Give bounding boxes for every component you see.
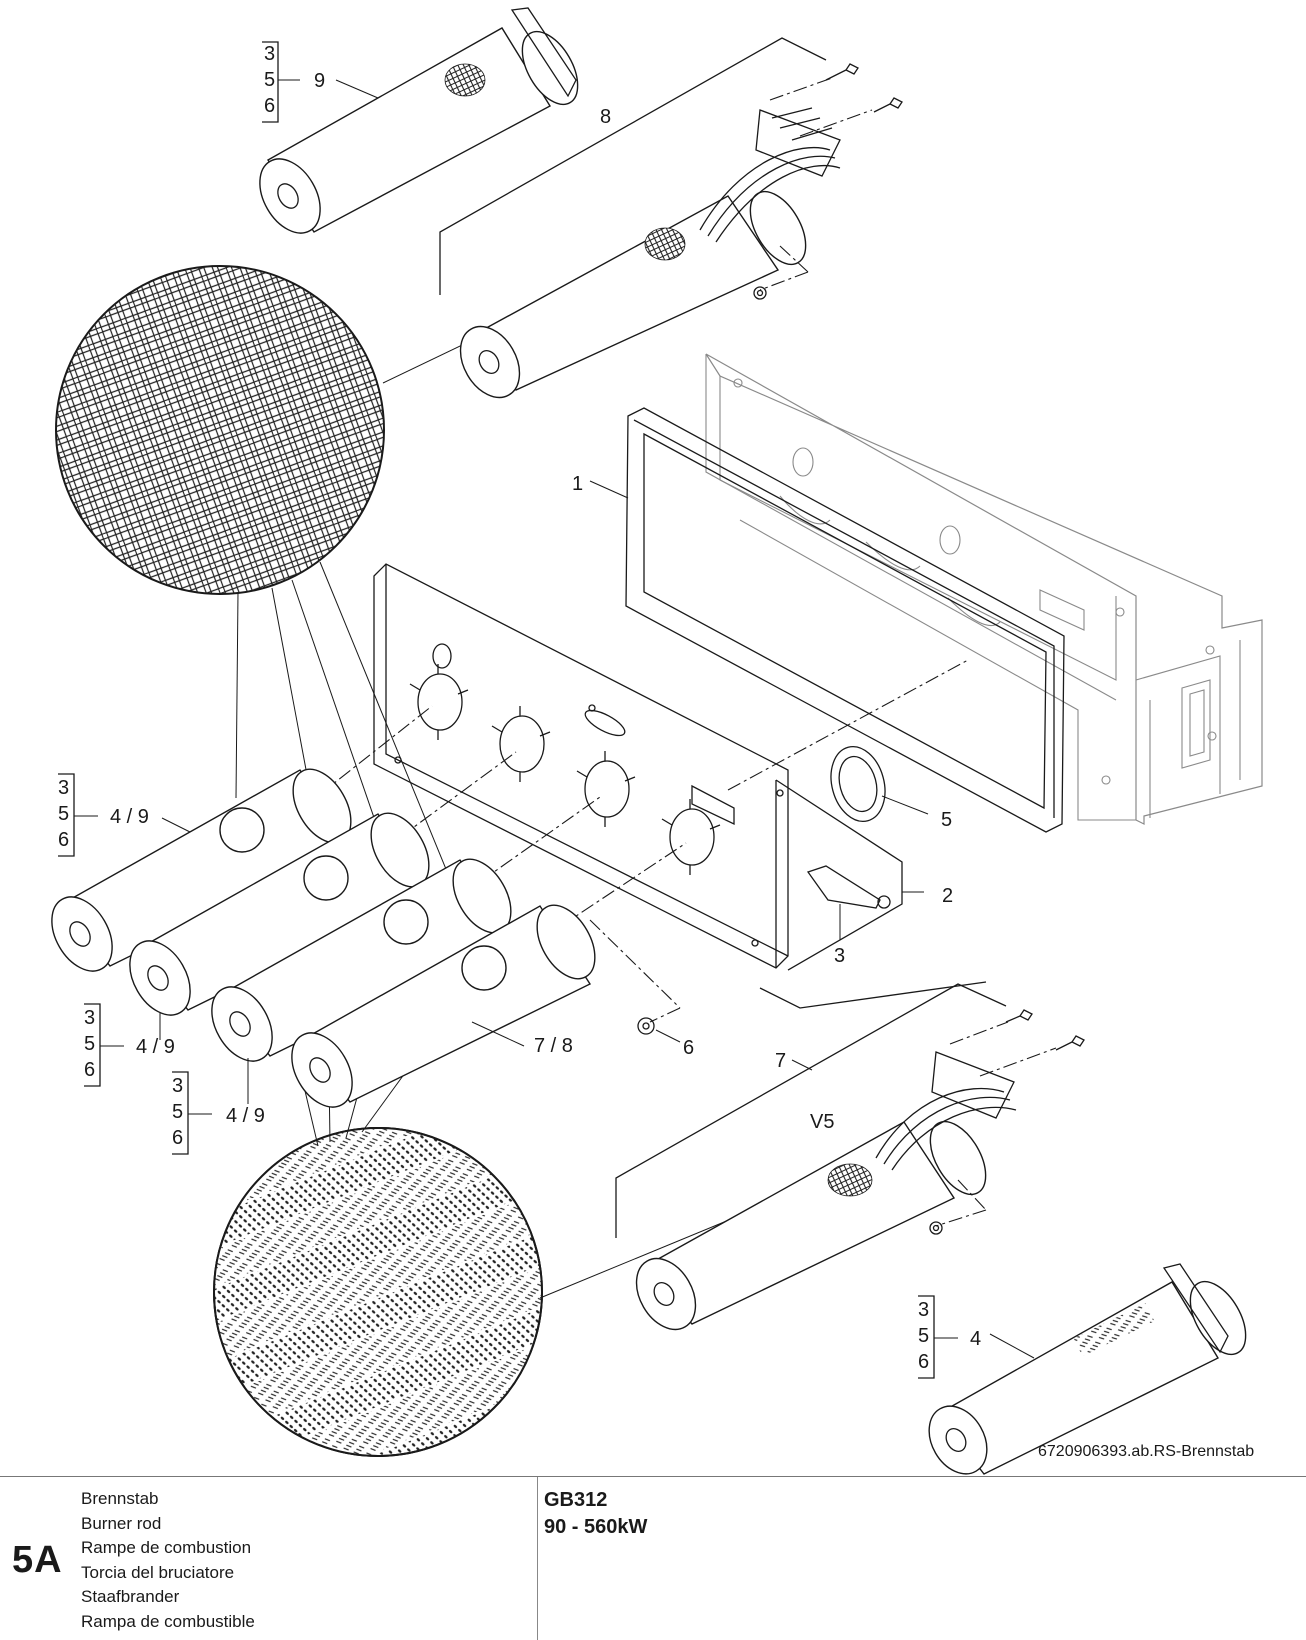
label-part-1: 1: [572, 473, 583, 495]
burner-rod-8: [439, 37, 903, 399]
bracket-item-label: 5: [918, 1325, 929, 1347]
power-range: 90 - 560kW: [544, 1516, 648, 1538]
burner-housing: [705, 353, 1263, 825]
bracket-item-label: 6: [918, 1351, 929, 1373]
bayonet-ring: [491, 706, 551, 782]
label-variant-7-8: 7 / 8: [534, 1035, 573, 1057]
bracket-item-label: 6: [58, 829, 69, 851]
bayonet-ring: [409, 664, 469, 740]
bracket-group-tube9: 3 5 6 9: [262, 41, 379, 123]
part-name-fr: Rampe de combustion: [81, 1538, 252, 1557]
label-part-7: 7: [775, 1050, 786, 1072]
part-name-nl: Staafbrander: [81, 1587, 180, 1606]
perforation-detail-magnifier: [213, 831, 851, 1457]
burner-rod-a: [51, 768, 352, 972]
bayonet-ring: [576, 751, 636, 827]
bracket-item-label: 5: [58, 803, 69, 825]
gasket-frame-1: [589, 407, 1065, 833]
burner-rod-7: [615, 983, 1085, 1331]
label-variant-4-9: 4 / 9: [136, 1036, 175, 1058]
bracket-group-tube-c: 3 5 6 4 / 9: [172, 1071, 265, 1155]
burner-rod-4: [928, 1263, 1247, 1475]
bayonet-ring: [661, 799, 721, 875]
label-part-6: 6: [683, 1037, 694, 1059]
burner-rod-9: [259, 7, 579, 234]
bracket-group-tube-a: 3 5 6 4 / 9: [58, 773, 149, 857]
label-part-3: 3: [834, 945, 845, 967]
bracket-item-label: 3: [264, 43, 275, 65]
part-name-it: Torcia del bruciatore: [81, 1562, 235, 1582]
bracket-item-label: 5: [264, 69, 275, 91]
paste-tube-3: [806, 865, 891, 940]
exploded-parts-diagram: 3 5 6 9 8 1 5 2 3 6 7 V5 7 / 8 3 5 6 4 /…: [51, 7, 1263, 1475]
mesh-detail-magnifier: [55, 254, 651, 953]
bracket-item-label: 6: [264, 95, 275, 117]
label-variant-4-9: 4 / 9: [110, 806, 149, 828]
drawing-reference-code: 6720906393.ab.RS-Brennstab: [1038, 1443, 1254, 1460]
burner-rod-c: [211, 858, 512, 1062]
label-part-9: 9: [314, 70, 325, 92]
label-variant-4: 4: [970, 1328, 981, 1350]
bracket-item-label: 3: [84, 1007, 95, 1029]
front-plate-2: [373, 563, 987, 1009]
nut-6: [637, 1017, 681, 1043]
label-part-2: 2: [942, 885, 953, 907]
bracket-item-label: 3: [172, 1075, 183, 1097]
part-name-de: Brennstab: [81, 1489, 159, 1508]
section-code: 5A: [12, 1539, 63, 1581]
bracket-item-label: 6: [84, 1059, 95, 1081]
sealing-ring-5: [830, 746, 929, 822]
bracket-item-label: 5: [172, 1101, 183, 1123]
part-name-en: Burner rod: [81, 1513, 162, 1533]
label-variant-4-9: 4 / 9: [226, 1105, 265, 1127]
part-name-es: Rampa de combustible: [81, 1611, 255, 1631]
bracket-item-label: 3: [58, 777, 69, 799]
title-block: 5A Brennstab Burner rod Rampe de combust…: [0, 1476, 1306, 1640]
model-name: GB312: [544, 1489, 608, 1511]
bracket-group-tube-b: 3 5 6 4 / 9: [84, 1003, 175, 1087]
label-part-5: 5: [941, 809, 952, 831]
bracket-item-label: 5: [84, 1033, 95, 1055]
part-name-list: Brennstab Burner rod Rampe de combustion…: [81, 1487, 255, 1634]
burner-rod-d: [291, 904, 596, 1108]
title-block-divider: [537, 1477, 538, 1640]
label-variant-v5: V5: [810, 1111, 834, 1133]
bracket-group-tube4: 3 5 6 4: [918, 1295, 981, 1379]
label-part-8: 8: [600, 106, 611, 128]
bracket-item-label: 6: [172, 1127, 183, 1149]
burner-rod-b: [129, 812, 430, 1016]
bracket-item-label: 3: [918, 1299, 929, 1321]
model-info: GB312 90 - 560kW: [544, 1487, 647, 1541]
